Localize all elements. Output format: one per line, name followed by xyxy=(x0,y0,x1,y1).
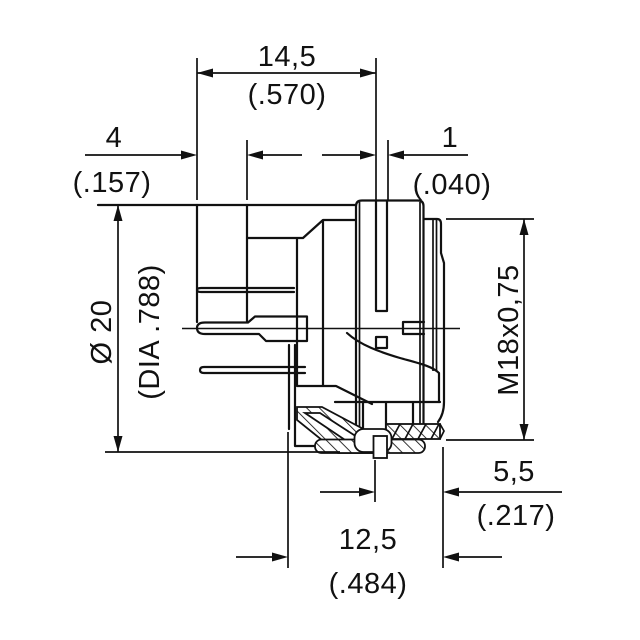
dimension-overall-length: 14,5 (.570) xyxy=(196,41,377,200)
dimension-mount-depth: 12,5 (.484) xyxy=(236,432,502,600)
contact-pins xyxy=(195,286,309,375)
cavity-floor xyxy=(333,400,442,432)
thread-teeth-lines xyxy=(391,423,445,440)
arrowhead-left-pointing xyxy=(388,150,404,160)
arrowhead-down xyxy=(113,436,123,452)
hatched-section xyxy=(296,406,445,459)
dim-diameter-mm: Ø 20 xyxy=(86,300,118,365)
arrowhead-up xyxy=(519,219,529,235)
dim-offset-inch: (.217) xyxy=(477,500,556,532)
dimension-outer-diameter: Ø 20 (DIA .788) xyxy=(86,205,340,453)
dim-diameter-inch: (DIA .788) xyxy=(134,264,166,400)
dim-overall-inch: (.570) xyxy=(248,79,327,111)
dimension-slot-width: 1 (.040) xyxy=(322,122,491,201)
dim-slot-inch: (.040) xyxy=(413,169,492,201)
dim-rear-mm: 4 xyxy=(106,122,123,154)
dim-offset-mm: 5,5 xyxy=(493,456,535,488)
collar-slot xyxy=(374,199,389,313)
dim-thread-label: M18x0,75 xyxy=(493,264,525,395)
lug-slot xyxy=(372,435,388,459)
arrowhead-right-pointing xyxy=(272,552,288,562)
collar-band xyxy=(354,199,425,432)
arrowhead-up xyxy=(113,205,123,221)
arrowhead-right-pointing xyxy=(360,150,376,160)
contact-pin-lower xyxy=(198,365,307,375)
dim-slot-mm: 1 xyxy=(442,122,459,154)
rear-block xyxy=(195,203,249,324)
dimension-rear-depth: 4 (.157) xyxy=(73,122,302,200)
socket-contour xyxy=(345,331,441,404)
lower-left-step xyxy=(287,343,318,448)
arrowhead-right-pointing xyxy=(359,487,375,497)
dimension-front-offset: 5,5 (.217) xyxy=(320,447,562,568)
contact-pin-upper xyxy=(195,286,296,294)
thread-relief-lines xyxy=(432,219,438,371)
arrowhead-left xyxy=(197,68,213,78)
collar-band-inner-lines xyxy=(358,202,421,428)
dim-depth-mm: 12,5 xyxy=(339,524,397,556)
thread-outline xyxy=(422,217,446,424)
arrowhead-left-pointing xyxy=(443,487,459,497)
rear-shoulder xyxy=(245,218,374,406)
collar-slot-lower-end xyxy=(374,335,389,350)
extension-lines xyxy=(196,58,377,200)
arrowhead-left-pointing xyxy=(247,150,263,160)
connector-body xyxy=(96,199,446,448)
dimension-thread: M18x0,75 xyxy=(446,218,534,441)
arrowhead-left-pointing xyxy=(443,552,459,562)
dim-rear-inch: (.157) xyxy=(73,167,152,199)
arrowhead-down xyxy=(519,424,529,440)
dim-overall-mm: 14,5 xyxy=(258,41,316,73)
arrowhead-right xyxy=(360,68,376,78)
arrowhead-right-pointing xyxy=(181,150,197,160)
dim-depth-inch: (.484) xyxy=(329,568,408,600)
